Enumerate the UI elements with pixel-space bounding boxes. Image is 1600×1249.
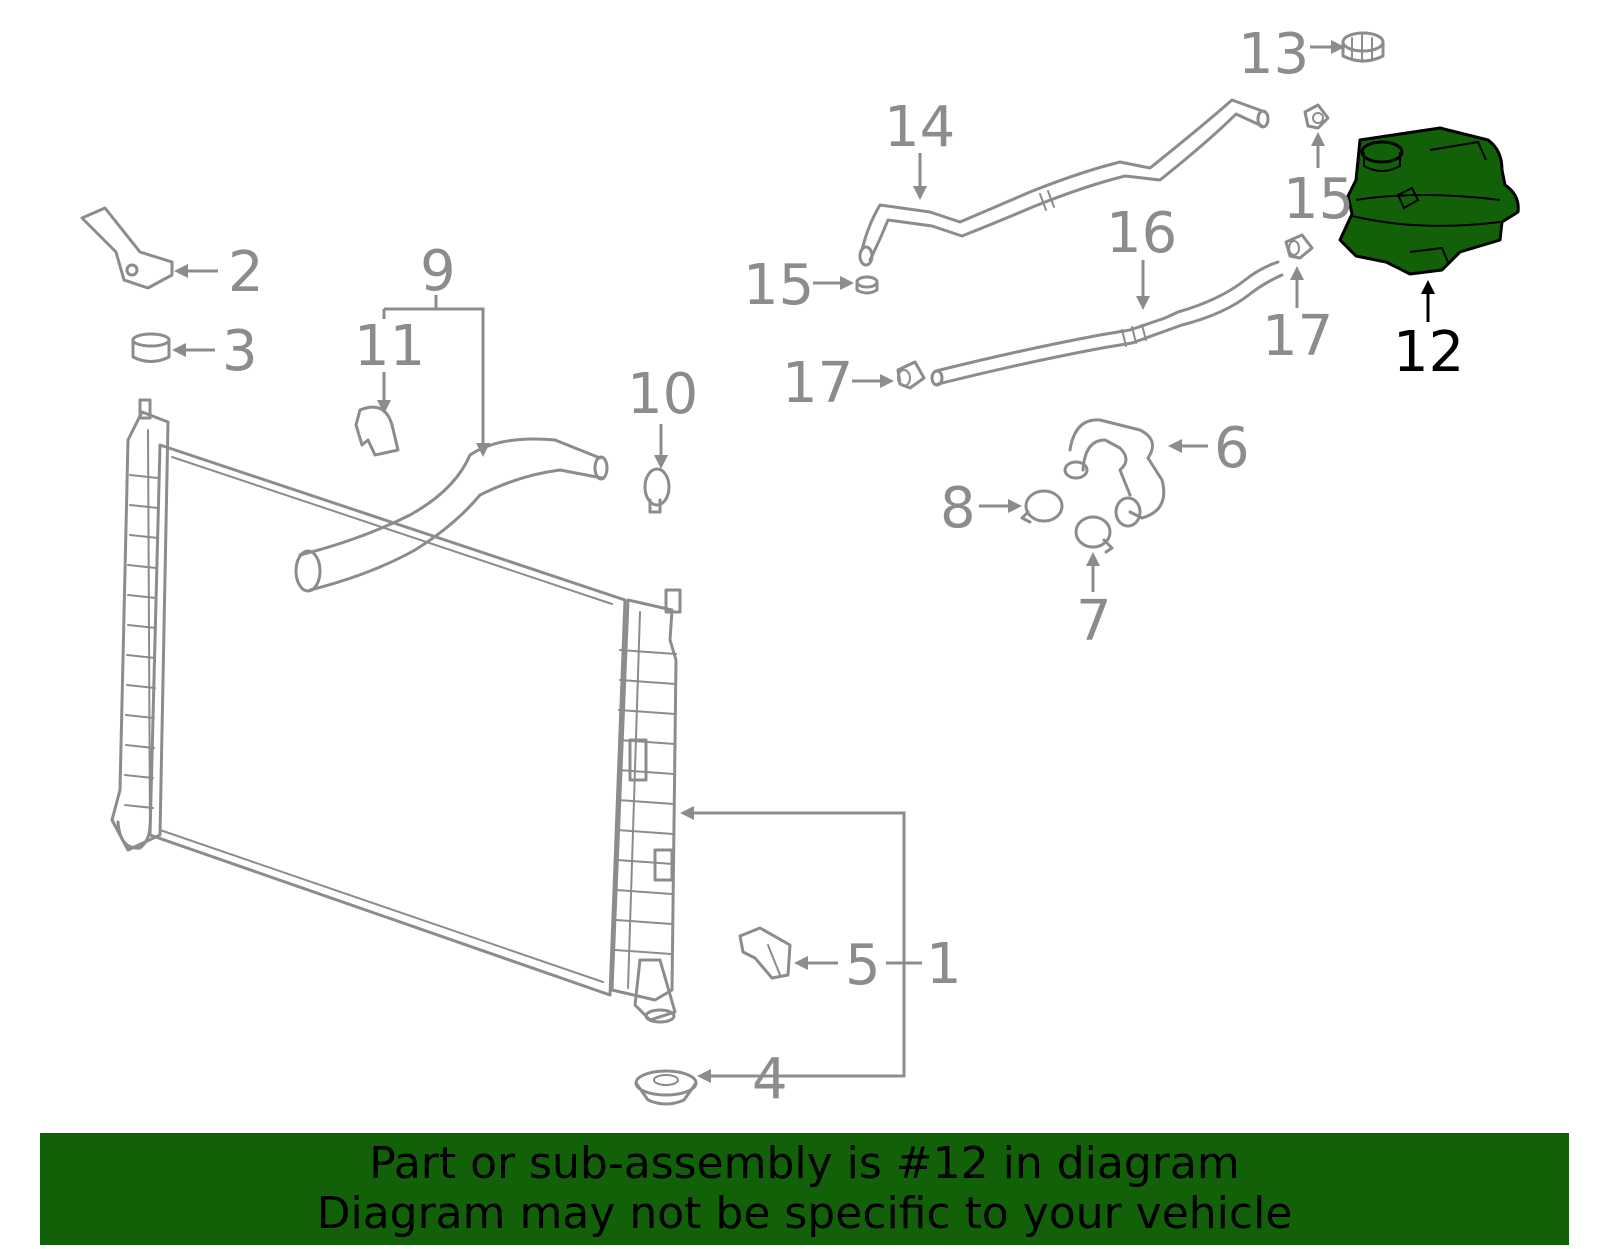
clamp-part-10 <box>643 467 671 514</box>
clamp-part-7 <box>1074 515 1114 554</box>
callout-labels: 1 2 3 4 5 6 7 8 9 10 11 12 13 14 15 15 1… <box>222 22 1464 1112</box>
cap-part-13 <box>1341 31 1385 63</box>
callout-17b: 17 <box>1262 304 1333 369</box>
callout-7: 7 <box>1076 589 1112 654</box>
info-banner: Part or sub-assembly is #12 in diagram D… <box>40 1133 1569 1245</box>
callout-9: 9 <box>420 239 456 304</box>
banner-line-2: Diagram may not be specific to your vehi… <box>316 1188 1293 1239</box>
hose-part-16 <box>930 260 1284 387</box>
callout-4: 4 <box>752 1047 788 1112</box>
callout-13: 13 <box>1238 22 1309 87</box>
radiator-part <box>110 398 682 1024</box>
hose-part-14 <box>858 98 1270 267</box>
callout-1: 1 <box>926 932 962 997</box>
callout-14: 14 <box>884 95 955 160</box>
insulator-part-3 <box>131 332 171 363</box>
cap-part-15b <box>1303 103 1330 130</box>
callout-16: 16 <box>1106 201 1177 266</box>
reservoir-part-12 <box>1338 126 1520 276</box>
callout-2: 2 <box>228 240 264 305</box>
outlet-hose-part <box>1063 418 1166 528</box>
callout-15a: 15 <box>743 253 814 318</box>
cap-part-17a <box>896 360 926 390</box>
bracket-part <box>80 206 174 290</box>
clamp-part-8 <box>1020 489 1064 524</box>
callout-6: 6 <box>1214 416 1250 481</box>
callout-15b: 15 <box>1283 167 1354 232</box>
callout-17a: 17 <box>782 351 853 416</box>
leader-lines <box>172 40 1435 1083</box>
callout-3: 3 <box>222 319 258 384</box>
cap-part-15a <box>855 275 879 295</box>
callout-5: 5 <box>845 933 881 998</box>
callout-10: 10 <box>627 362 698 427</box>
sensor-part <box>738 926 792 980</box>
banner-line-1: Part or sub-assembly is #12 in diagram <box>369 1138 1240 1189</box>
clip-part <box>354 405 400 457</box>
callout-12: 12 <box>1393 320 1464 385</box>
upper-hose-part <box>294 437 609 593</box>
callout-8: 8 <box>940 476 976 541</box>
callout-11: 11 <box>354 314 425 379</box>
insulator-part-4 <box>634 1069 698 1106</box>
cap-part-17b <box>1284 233 1314 260</box>
